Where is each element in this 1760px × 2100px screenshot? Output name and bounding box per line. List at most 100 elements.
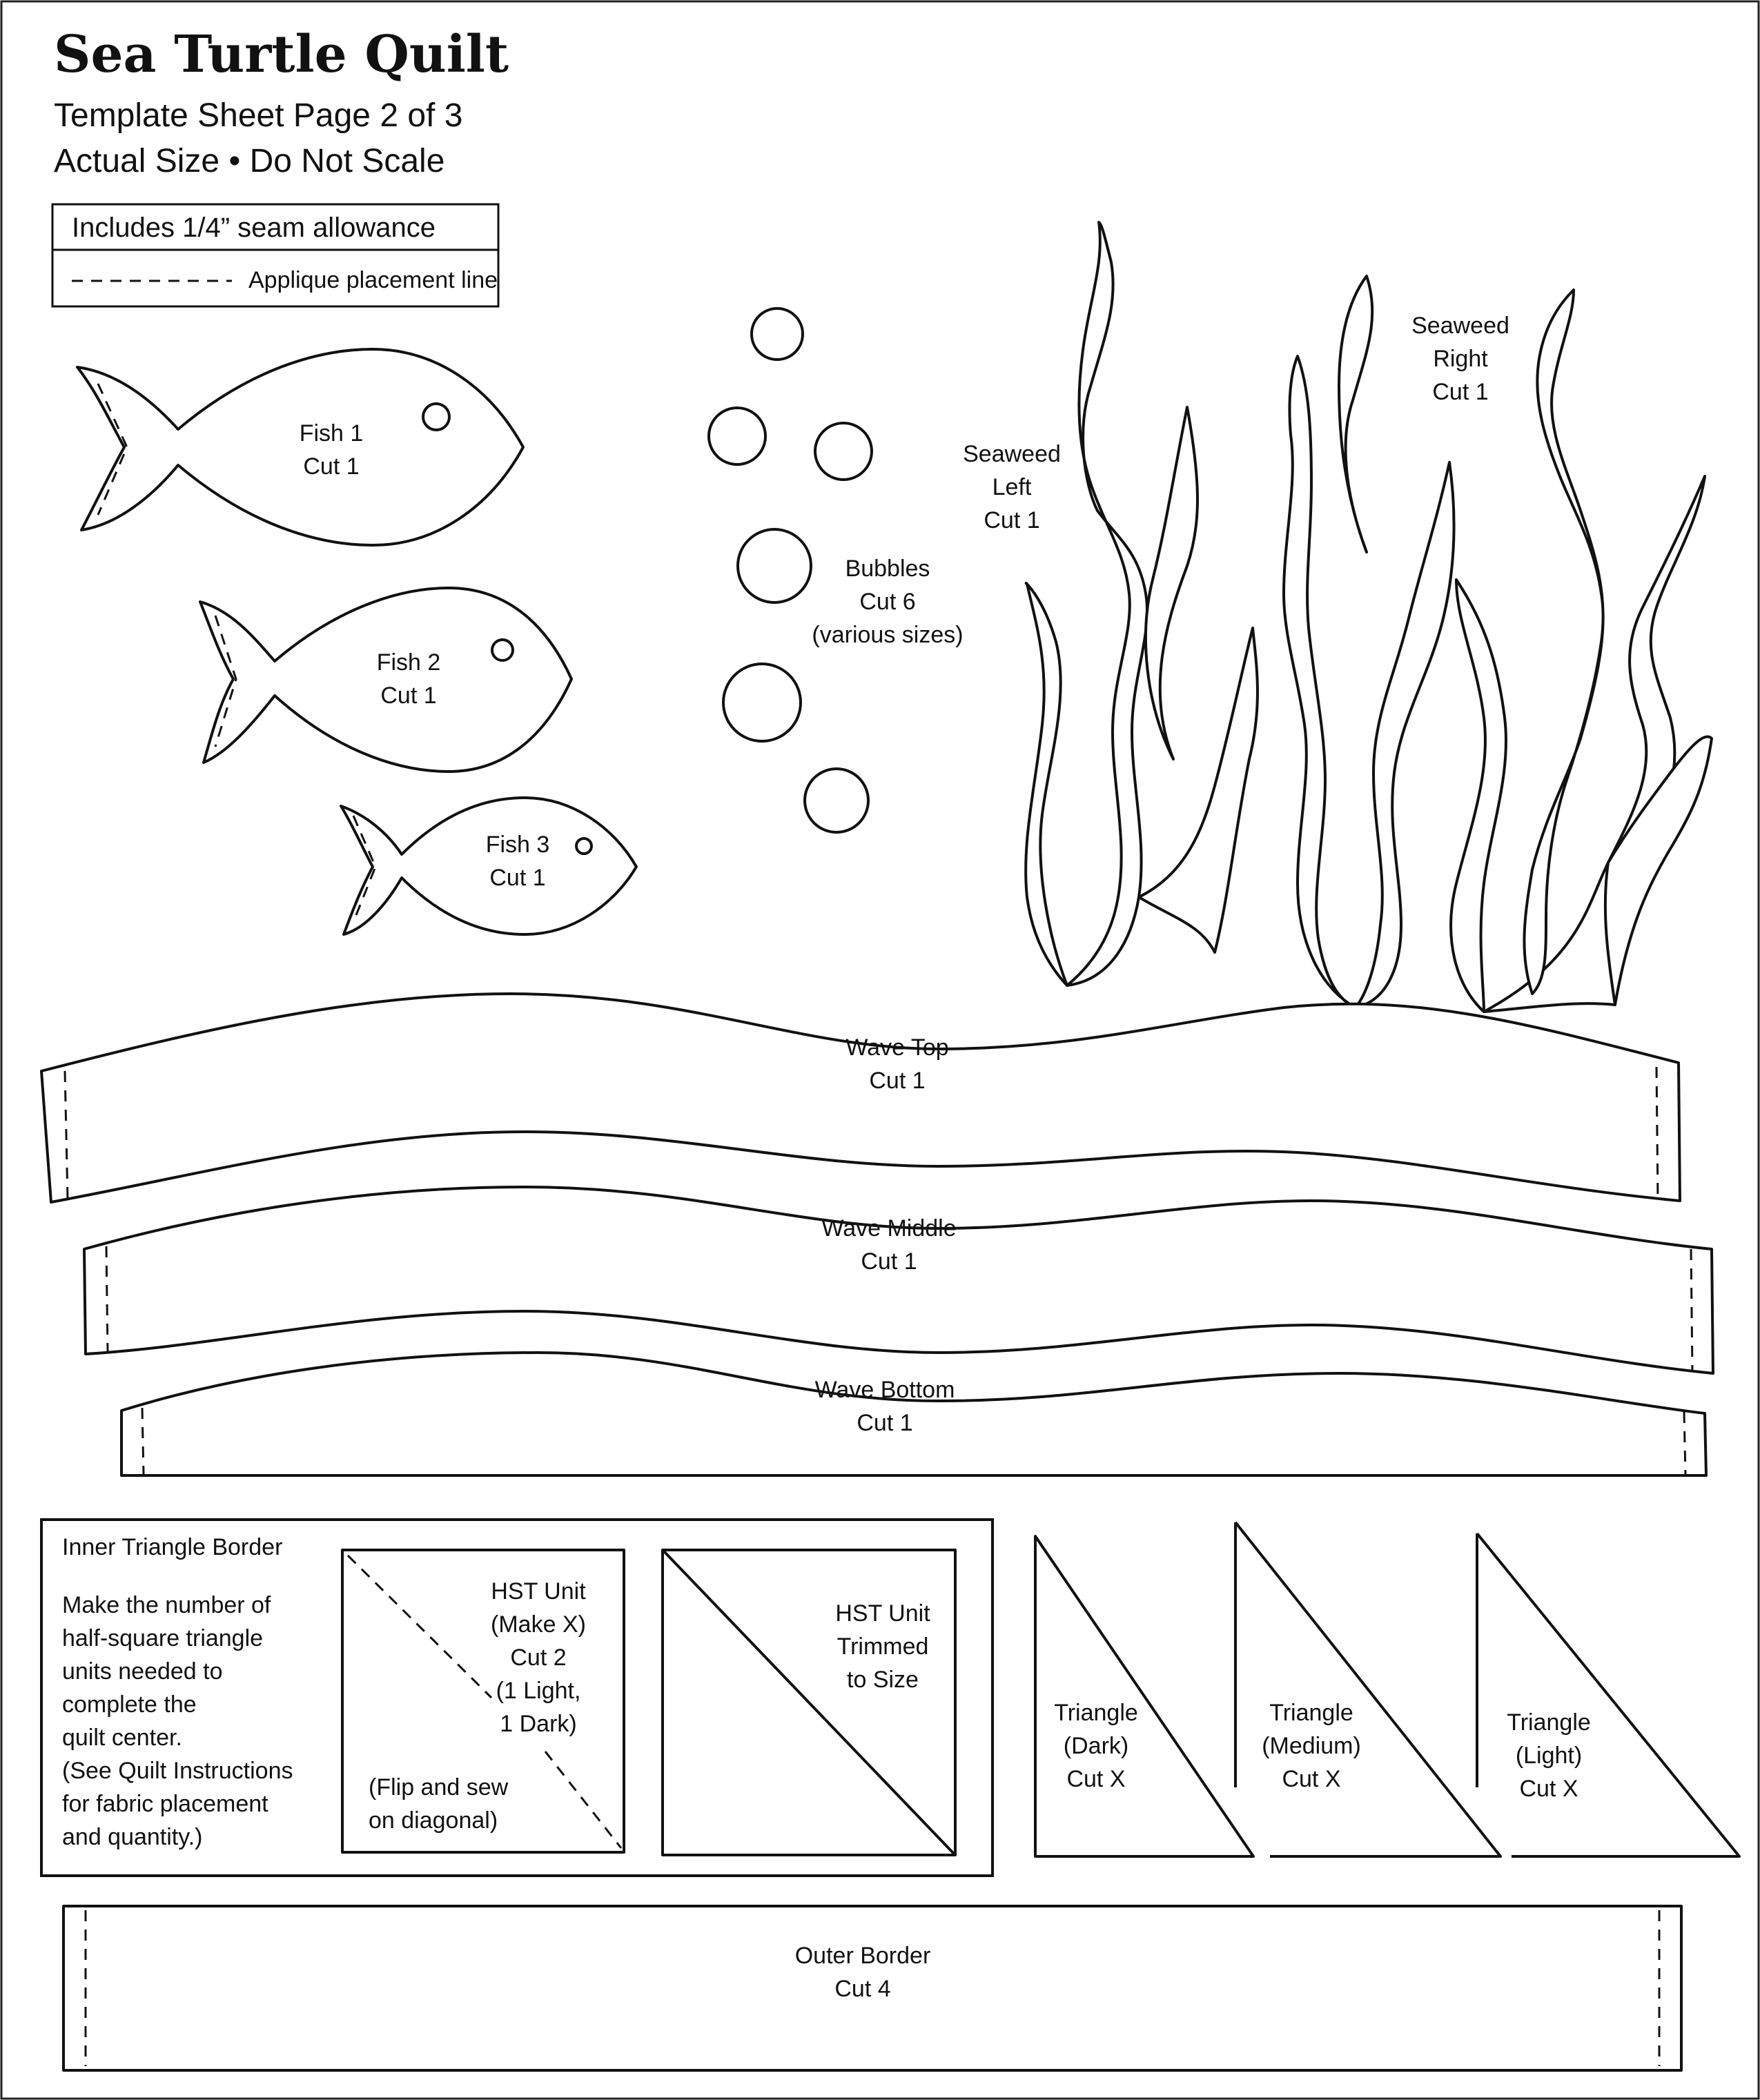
wave-bottom-label: Wave Bottom Cut 1	[781, 1373, 988, 1440]
fish-2-shape	[199, 587, 573, 773]
inner-border-heading: Inner Triangle Border	[62, 1534, 283, 1560]
seaweed-right-label: Seaweed Right Cut 1	[1391, 309, 1529, 409]
triangle-medium-shape	[1234, 1521, 1502, 1858]
outer-border-name: Outer Border	[794, 1943, 931, 1969]
triangle-dark-name: Triangle	[1054, 1700, 1138, 1726]
hst-unit-name: HST Unit	[491, 1578, 586, 1605]
wave-bottom-name: Wave Bottom	[814, 1377, 955, 1403]
seaweed-left-label: Seaweed Left Cut 1	[943, 438, 1081, 537]
flip-note-line: on diagonal)	[369, 1807, 498, 1834]
seaweed-left-name: Seaweed	[963, 441, 1061, 467]
hst-unit-label: HST Unit (Make X) Cut 2 (1 Light, 1 Dark…	[469, 1575, 607, 1740]
wave-top-cut: Cut 1	[869, 1068, 926, 1094]
bubbles-sizes: (various sizes)	[812, 622, 964, 648]
triangle-medium-label: Triangle (Medium) Cut X	[1242, 1696, 1380, 1796]
triangle-light-name: Triangle	[1507, 1709, 1591, 1736]
hst-unit-light: (1 Light,	[496, 1678, 581, 1704]
bubble	[707, 406, 767, 466]
hst-trimmed-line: Trimmed	[837, 1633, 929, 1660]
bubble	[814, 422, 873, 481]
triangle-light-shade: (Light)	[1515, 1743, 1583, 1769]
instruction-line: quilt center.	[62, 1725, 182, 1751]
hst-trimmed-label: HST Unit Trimmed to Size	[803, 1597, 962, 1696]
flip-sew-note: (Flip and sew on diagonal)	[369, 1771, 508, 1837]
wave-top-name: Wave Top	[845, 1034, 949, 1061]
seaweed-right-name: Seaweed	[1411, 313, 1509, 339]
triangle-dark-label: Triangle (Dark) Cut X	[1041, 1696, 1151, 1796]
instruction-line: complete the	[62, 1691, 197, 1718]
fish-2-eye	[491, 638, 514, 662]
seam-allowance-label: Includes 1/4” seam allowance	[72, 213, 436, 243]
hst-unit-make: (Make X)	[491, 1611, 586, 1638]
seaweed-right-side: Right	[1433, 346, 1488, 372]
fish-3-cut: Cut 1	[489, 865, 546, 891]
wave-top-shape	[40, 992, 1681, 1204]
legend-box	[51, 203, 500, 308]
fish-3-eye	[575, 837, 593, 855]
hst-trimmed-name: HST Unit	[835, 1600, 930, 1627]
fish-1-label: Fish 1 Cut 1	[276, 417, 387, 483]
wave-bottom-cut: Cut 1	[857, 1410, 913, 1436]
bubble	[750, 307, 804, 361]
triangle-dark-cut: Cut X	[1066, 1766, 1126, 1792]
hst-unit-shape	[341, 1549, 625, 1854]
fish-1-eye	[422, 402, 451, 431]
hst-trimmed-shape	[661, 1549, 957, 1856]
triangle-dark-shade: (Dark)	[1063, 1733, 1129, 1759]
page-title: Sea Turtle Quilt	[54, 25, 509, 84]
wave-bottom-shape	[120, 1351, 1708, 1477]
bubbles-shapes	[707, 307, 873, 834]
bubbles-cut: Cut 6	[859, 589, 916, 615]
instruction-line: (See Quilt Instructions	[62, 1758, 293, 1784]
triangle-light-shape	[1476, 1532, 1741, 1858]
wave-middle-cut: Cut 1	[861, 1248, 917, 1275]
fish-2-name: Fish 2	[376, 649, 441, 676]
triangle-light-label: Triangle (Light) Cut X	[1494, 1706, 1604, 1805]
fish-3-label: Fish 3 Cut 1	[462, 828, 573, 894]
outer-border-cut: Cut 4	[834, 1976, 891, 2002]
bubble	[803, 767, 870, 834]
instruction-line: half-square triangle	[62, 1625, 264, 1651]
fish-1-cut: Cut 1	[303, 453, 360, 480]
hst-unit-cut: Cut 2	[510, 1645, 567, 1671]
fish-1-name: Fish 1	[299, 420, 364, 447]
bubbles-label: Bubbles Cut 6 (various sizes)	[805, 552, 970, 651]
wave-middle-name: Wave Middle	[821, 1215, 957, 1242]
page-subtitle: Template Sheet Page 2 of 3	[54, 97, 463, 134]
fish-3-shape	[340, 796, 638, 936]
seaweed-left-cut: Cut 1	[984, 507, 1040, 533]
triangle-light-cut: Cut X	[1519, 1776, 1578, 1802]
inner-border-instructions: Make the number of half-square triangle …	[62, 1589, 293, 1854]
bubble	[736, 528, 812, 604]
seaweed-left-shape	[1024, 221, 1259, 987]
bubble	[722, 663, 802, 743]
flip-note-line: (Flip and sew	[369, 1774, 509, 1800]
seaweed-right-shape	[1282, 275, 1713, 1013]
triangle-medium-cut: Cut X	[1282, 1766, 1341, 1792]
instruction-line: for fabric placement	[62, 1791, 268, 1817]
fish-2-cut: Cut 1	[380, 683, 437, 709]
fish-2-label: Fish 2 Cut 1	[353, 646, 464, 712]
fish-3-name: Fish 3	[485, 832, 550, 858]
seaweed-left-side: Left	[992, 474, 1032, 500]
wave-middle-shape	[83, 1186, 1714, 1375]
triangle-medium-name: Triangle	[1269, 1700, 1353, 1726]
outer-border-shape	[62, 1905, 1683, 2072]
hst-trimmed-line: to Size	[847, 1667, 919, 1693]
wave-middle-label: Wave Middle Cut 1	[785, 1212, 993, 1278]
wave-top-label: Wave Top Cut 1	[794, 1031, 1001, 1097]
outer-border-label: Outer Border Cut 4	[759, 1939, 966, 2005]
placement-line-label: Applique placement line	[248, 267, 498, 293]
seaweed-right-cut: Cut 1	[1432, 379, 1489, 405]
triangle-dark-shape	[1034, 1535, 1255, 1858]
bubbles-name: Bubbles	[845, 556, 930, 582]
inner-border-frame	[40, 1518, 994, 1877]
fish-1-shape	[76, 348, 525, 547]
triangle-medium-shade: (Medium)	[1262, 1733, 1361, 1759]
instruction-line: and quantity.)	[62, 1824, 203, 1850]
instruction-line: Make the number of	[62, 1592, 271, 1618]
scale-note: Actual Size • Do Not Scale	[54, 143, 445, 179]
